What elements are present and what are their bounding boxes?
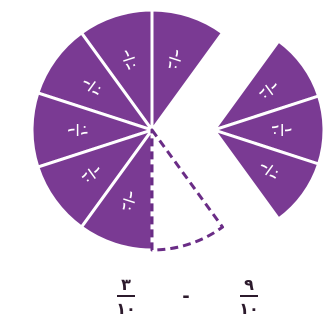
left-pie-slice-4-denominator: ١٠	[80, 124, 91, 136]
left-pie-slice-1	[152, 10, 223, 130]
minus-sign: -	[182, 286, 189, 307]
left-pie-slice-4-numerator: ١	[67, 127, 78, 133]
fraction-left-term: ٩ ١٠	[239, 275, 259, 318]
fraction-right-term: ٣ ١٠	[116, 275, 136, 318]
fraction-expression: ٣ ١٠ - ٩ ١٠	[116, 275, 259, 318]
fraction-right-numerator: ٣	[121, 275, 131, 294]
fraction-left-numerator: ٩	[244, 275, 254, 294]
fraction-right-denominator: ١٠	[116, 299, 136, 318]
left-pie-removed-slice	[152, 130, 223, 250]
right-pie-slice-2-numerator: ١	[282, 127, 293, 133]
right-pie-slice-2-denominator: ١٠	[269, 124, 280, 136]
fraction-left-denominator: ١٠	[239, 299, 259, 318]
